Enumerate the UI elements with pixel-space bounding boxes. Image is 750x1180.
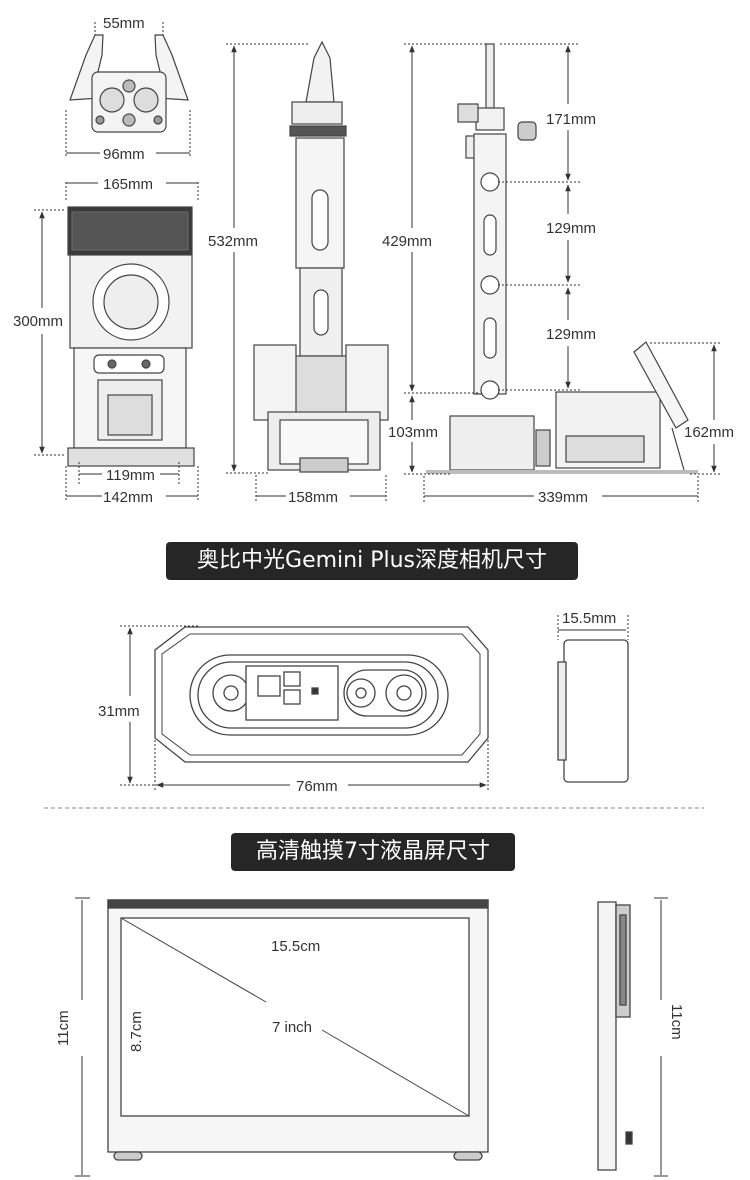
upper-segment-label: 171mm [546,111,596,128]
total-length-label: 339mm [538,489,588,506]
base-height-label: 103mm [388,424,438,441]
screen-section-title: 高清触摸7寸液晶屏尺寸 [231,833,515,871]
camera-height-label: 31mm [98,703,140,720]
arm-height-label: 429mm [382,233,432,250]
gripper-width-label: 96mm [103,146,145,163]
camera-width-label: 76mm [296,778,338,795]
robot-front-drawing [253,40,389,473]
screen-height-outer-label: 11cm [55,1010,72,1046]
middle-segment-label: 129mm [546,220,596,237]
camera-side-drawing [557,639,629,783]
screen-diagonal-label: 7 inch [272,1019,312,1036]
head-width-label: 165mm [103,176,153,193]
screen-side-height-label: 11cm [668,1004,685,1040]
front-height-label: 300mm [13,313,63,330]
base-outer-width-label: 142mm [103,489,153,506]
front-view-drawing [67,206,195,467]
camera-depth-label: 15.5mm [562,610,616,627]
gripper-drawing [69,34,189,133]
base-width-front-label: 158mm [288,489,338,506]
robot-side-drawing [426,43,698,474]
camera-section-title: 奥比中光Gemini Plus深度相机尺寸 [166,542,578,580]
screen-height-inner-label: 8.7cm [128,1011,145,1052]
base-inner-width-label: 119mm [106,467,155,484]
gripper-spread-label: 55mm [103,15,145,32]
total-height-label: 532mm [208,233,258,250]
screen-mount-height-label: 162mm [684,424,734,441]
screen-width-label: 15.5cm [271,938,320,955]
screen-front-drawing [107,899,489,1161]
lower-segment-label: 129mm [546,326,596,343]
screen-side-drawing [597,901,633,1171]
camera-front-drawing [154,626,489,763]
